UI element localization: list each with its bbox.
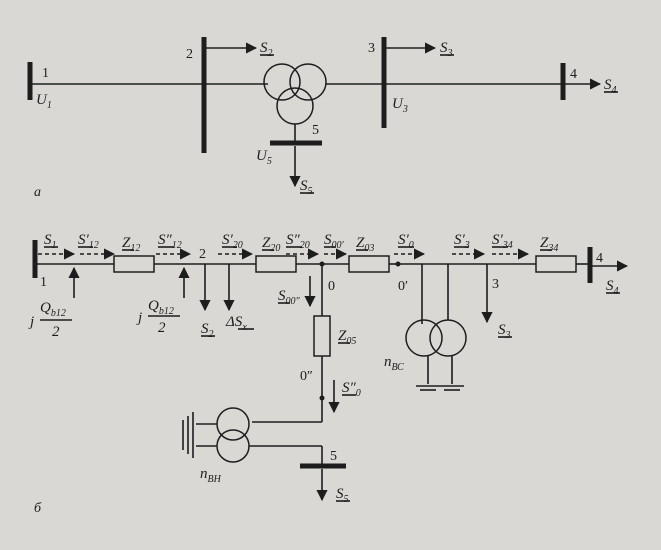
svg-text:S′34: S′34	[492, 232, 513, 251]
impedance-label-z20: Z20	[262, 235, 280, 254]
caption-a: а	[34, 185, 41, 200]
scheme-b: 1 2 0 0′ 0″ 3 4 5 S1 S′12 Z12 S″12 S′20	[28, 232, 629, 516]
svg-text:S4: S4	[606, 278, 619, 297]
load-label-dsx: ΔSx	[225, 314, 254, 333]
svg-text:S1: S1	[44, 232, 57, 251]
voltage-u1: U1	[36, 92, 52, 111]
ground-symbol-lower	[182, 412, 194, 458]
flow-label-s00pp: S00″	[278, 288, 301, 307]
node-label-b-5: 5	[330, 449, 337, 464]
node-label-b-2: 2	[199, 247, 206, 262]
ratio-label-nvn: nВН	[200, 466, 222, 485]
svg-text:j: j	[136, 310, 142, 326]
flow-label-s0p: S′0	[398, 232, 414, 251]
ground-symbol-right	[416, 385, 464, 391]
transformer-right-winding-right	[429, 319, 467, 357]
svg-text:j: j	[28, 314, 34, 330]
impedance-z05	[313, 315, 331, 357]
svg-text:S2: S2	[260, 40, 273, 59]
impedance-label-z05: Z05	[338, 328, 356, 347]
svg-text:Qb12: Qb12	[40, 300, 66, 319]
load-label-s5: S5	[300, 178, 314, 197]
svg-text:2: 2	[158, 320, 166, 336]
svg-text:S″12: S″12	[158, 232, 182, 251]
flow-label-s3p: S′3	[454, 232, 470, 251]
node-label-b-0p: 0′	[398, 279, 408, 294]
svg-text:nВН: nВН	[200, 466, 222, 485]
node-dot-0p	[395, 261, 401, 267]
load-label-s3: S3	[440, 40, 454, 59]
svg-text:S′12: S′12	[78, 232, 99, 251]
node-label-b-4: 4	[596, 251, 603, 266]
svg-text:Qb12: Qb12	[148, 298, 174, 317]
svg-text:Z34: Z34	[540, 235, 558, 254]
charging-label-left: j Qb12 2	[28, 300, 72, 340]
node-label-4: 4	[570, 67, 577, 82]
svg-text:S5: S5	[300, 178, 313, 197]
impedance-label-z34: Z34	[540, 235, 558, 254]
svg-text:S′20: S′20	[222, 232, 243, 251]
flow-label-s34p: S′34	[492, 232, 513, 251]
load-label-s4: S4	[604, 77, 618, 96]
svg-text:Z03: Z03	[356, 235, 374, 254]
flow-label-s20p: S′20	[222, 232, 243, 251]
svg-text:S00′: S00′	[324, 232, 345, 251]
node-label-b-0pp: 0″	[300, 369, 313, 384]
node-label-b-0: 0	[328, 279, 335, 294]
impedance-label-z12: Z12	[122, 235, 140, 254]
transformer-a-winding-right	[289, 63, 327, 101]
svg-text:S5: S5	[336, 486, 349, 505]
charging-label-right: j Qb12 2	[136, 298, 180, 336]
node-label-3: 3	[368, 41, 375, 56]
transformer-lower-winding-bottom	[216, 429, 250, 463]
svg-text:S00″: S00″	[278, 288, 301, 307]
load-label-b-s4: S4	[606, 278, 620, 297]
impedance-z20	[255, 255, 297, 273]
svg-text:S″20: S″20	[286, 232, 310, 251]
impedance-label-z03: Z03	[356, 235, 374, 254]
node-label-1: 1	[42, 66, 49, 81]
svg-text:S′3: S′3	[454, 232, 470, 251]
scheme-a: 1 2 3 4 5 U1 U3 U5 S2 S3 S4 S5 а	[27, 37, 618, 200]
svg-text:S3: S3	[498, 322, 511, 341]
svg-text:Z12: Z12	[122, 235, 140, 254]
flow-label-s00p: S00′	[324, 232, 345, 251]
load-label-b-s2: S2	[201, 321, 215, 340]
svg-text:S′0: S′0	[398, 232, 414, 251]
load-label-b-s5: S5	[336, 486, 350, 505]
caption-b: б	[34, 501, 42, 516]
svg-text:S3: S3	[440, 40, 453, 59]
node-label-b-1: 1	[40, 275, 47, 290]
svg-text:S″0: S″0	[342, 380, 361, 399]
node-label-2: 2	[186, 47, 193, 62]
transformer-right-winding-left	[405, 319, 443, 357]
flow-label-s1: S1	[44, 232, 58, 251]
svg-text:S4: S4	[604, 77, 617, 96]
transformer-a-winding-left	[263, 63, 301, 101]
flow-label-s0pp: S″0	[342, 380, 361, 399]
impedance-z12	[113, 255, 155, 273]
node-dot-0	[319, 261, 325, 267]
svg-text:Z05: Z05	[338, 328, 356, 347]
svg-text:ΔSx: ΔSx	[225, 314, 247, 333]
voltage-u3: U3	[392, 96, 408, 115]
svg-text:nВС: nВС	[384, 354, 404, 373]
flow-label-s12p: S′12	[78, 232, 99, 251]
voltage-u5: U5	[256, 148, 272, 167]
svg-text:S2: S2	[201, 321, 214, 340]
flow-label-s12pp: S″12	[158, 232, 182, 251]
flow-label-s20pp: S″20	[286, 232, 310, 251]
node-label-5: 5	[312, 123, 319, 138]
svg-text:Z20: Z20	[262, 235, 280, 254]
node-dot-0pp	[319, 395, 325, 401]
impedance-z34	[535, 255, 577, 273]
ratio-label-nvs: nВС	[384, 354, 404, 373]
load-label-s2: S2	[260, 40, 274, 59]
svg-text:2: 2	[52, 324, 60, 340]
load-label-b-s3: S3	[498, 322, 512, 341]
node-label-b-3: 3	[492, 277, 499, 292]
impedance-z03	[348, 255, 390, 273]
